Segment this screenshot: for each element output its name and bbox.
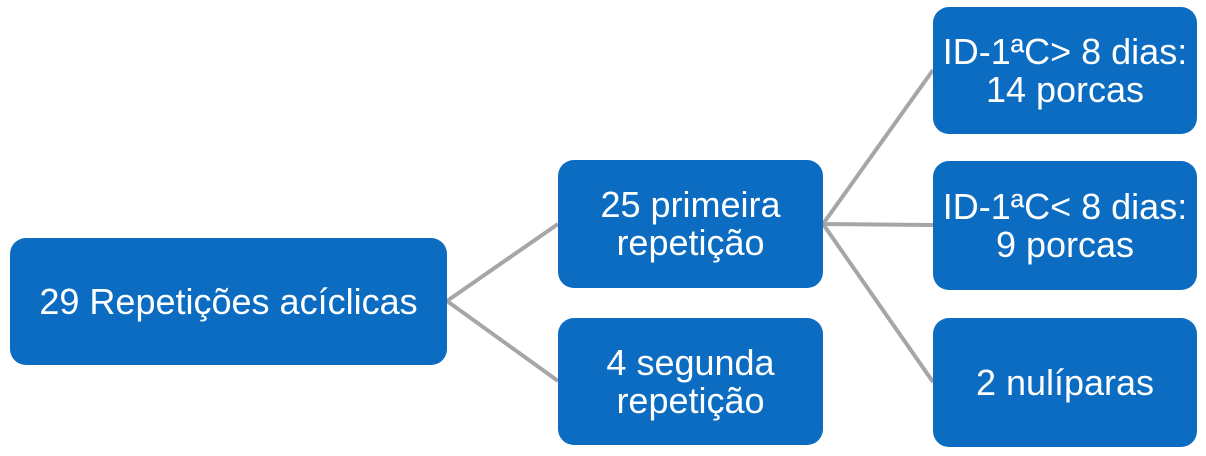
node-interval-lt-8-days: ID-1ªC< 8 dias: 9 porcas [933, 161, 1197, 290]
connector-first-repeat-to-gt8-days [821, 68, 935, 226]
node-total-acyclic-repeats: 29 Repetições acíclicas [10, 238, 447, 365]
connector-root-to-second-repeat [445, 299, 560, 383]
node-nulliparous: 2 nulíparas [933, 318, 1197, 447]
connector-first-repeat-to-nulliparous [821, 222, 935, 384]
connector-first-repeat-to-lt8-days [822, 222, 934, 227]
connector-root-to-first-repeat [445, 222, 560, 303]
node-second-repeat: 4 segunda repetição [558, 318, 823, 445]
node-interval-gt-8-days: ID-1ªC> 8 dias: 14 porcas [933, 7, 1197, 134]
node-first-repeat: 25 primeira repetição [558, 160, 823, 288]
